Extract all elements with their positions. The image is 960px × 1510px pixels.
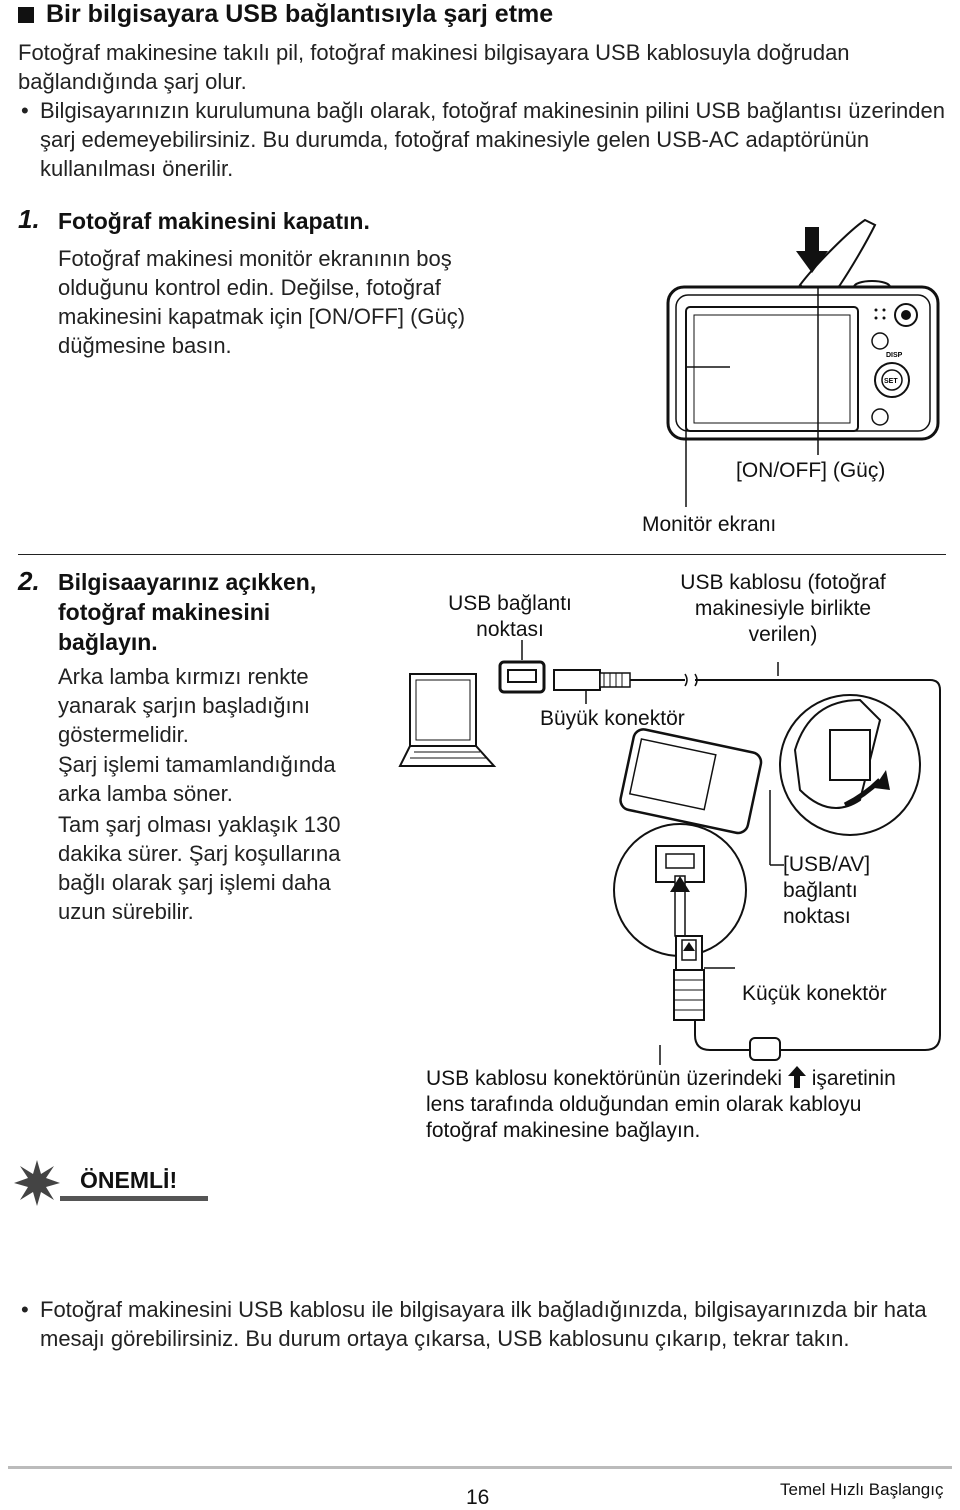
monitor-label: Monitör ekranı	[642, 513, 777, 536]
footer-section: Temel Hızlı Başlangıç	[780, 1480, 944, 1499]
usb-cable-label: USB kablosu (fotoğraf makinesiyle birlik…	[680, 571, 886, 646]
usb-port-label: USB bağlantı noktası	[448, 592, 572, 641]
footer-rule	[8, 1466, 952, 1469]
step1-number: 1.	[18, 204, 40, 234]
step2-body-1: Arka lamba kırmızı renkte yanarak şarjın…	[58, 664, 310, 747]
step2-title: Bilgisaayarınız açıkken, fotoğraf makine…	[58, 569, 317, 655]
laptop-illustration	[398, 673, 497, 767]
step2-number: 2.	[18, 566, 40, 596]
step1-title: Fotoğraf makinesini kapatın.	[58, 208, 370, 234]
page-number: 16	[466, 1486, 490, 1509]
important-bullet: Fotoğraf makinesini USB kablosu ile bilg…	[18, 1295, 960, 1353]
intro-paragraph: Fotoğraf makinesine takılı pil, fotoğraf…	[18, 40, 850, 94]
camera-back-illustration: DISP SET	[666, 218, 940, 507]
important-underline	[60, 1196, 208, 1201]
step1-body: Fotoğraf makinesi monitör ekranının boş …	[58, 246, 466, 358]
press-arrow-icon	[796, 227, 828, 273]
disp-label: DISP	[886, 352, 903, 359]
step2-body-3: Tam şarj olması yaklaşık 130 dakika süre…	[58, 812, 341, 924]
important-heading: ÖNEMLİ!	[80, 1167, 178, 1193]
connector-note-text-2: işaretinin lens tarafında olduğundan emi…	[426, 1067, 896, 1142]
connector-note: USB kablosu konektörünün üzerindeki işar…	[426, 1066, 926, 1144]
set-label: SET	[884, 378, 898, 385]
starburst-icon	[14, 1160, 60, 1206]
small-connector-label: Küçük konektör	[742, 982, 887, 1005]
square-bullet-icon	[18, 6, 34, 23]
section-title: Bir bilgisayara USB bağlantısıyla şarj e…	[18, 0, 553, 29]
intro-bullet: Bilgisayarınızın kurulumuna bağlı olarak…	[18, 96, 960, 183]
section-title-text: Bir bilgisayara USB bağlantısıyla şarj e…	[46, 0, 554, 28]
connector-note-text: USB kablosu konektörünün üzerindeki	[426, 1067, 783, 1090]
camera-connection-illustration	[398, 640, 941, 1065]
power-button-label: [ON/OFF] (Güç)	[736, 459, 886, 482]
up-arrow-icon	[787, 1066, 806, 1088]
big-connector-label: Büyük konektör	[540, 707, 685, 730]
usbav-port-label: [USB/AV] bağlantı noktası	[783, 853, 871, 928]
step2-body-2: Şarj işlemi tamamlandığında arka lamba s…	[58, 752, 336, 806]
section-divider	[18, 554, 946, 555]
